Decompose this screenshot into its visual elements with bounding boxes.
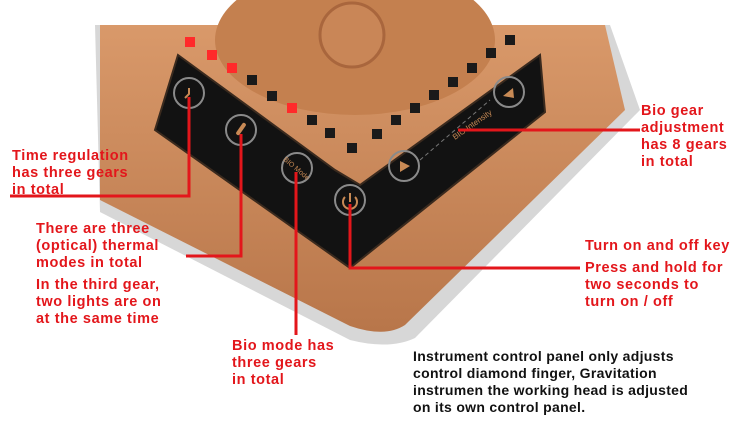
indicator-led-off (307, 115, 317, 125)
indicator-led-on (207, 50, 217, 60)
indicator-led-off (325, 128, 335, 138)
thermometer-icon (236, 122, 246, 136)
indicator-led-off (410, 103, 420, 113)
indicator-led-off (372, 129, 382, 139)
bio-up-button[interactable] (493, 76, 525, 108)
triangle-left-icon (400, 161, 410, 172)
indicator-led-off (429, 90, 439, 100)
indicator-led-off (267, 91, 277, 101)
bio-gear-annotation: Bio gear adjustment has 8 gears in total (641, 103, 728, 170)
indicator-led-off (347, 143, 357, 153)
indicator-led-off (467, 63, 477, 73)
thermal-note: In the third gear, two lights are on at … (36, 277, 162, 327)
leader-power (348, 204, 580, 270)
footer-note: Instrument control panel only adjusts co… (413, 348, 689, 415)
clock-icon (184, 88, 190, 99)
indicator-led-on (185, 37, 195, 47)
indicator-led-off (448, 77, 458, 87)
dashed-guide (419, 99, 491, 161)
leader-thermal (186, 134, 243, 258)
indicator-led-off (391, 115, 401, 125)
thermal-annotation: There are three (optical) thermal modes … (36, 221, 159, 271)
bio-down-button[interactable] (388, 150, 420, 182)
indicator-led-off (505, 35, 515, 45)
indicator-led-on (287, 103, 297, 113)
indicator-led-off (486, 48, 496, 58)
indicator-led-on (227, 63, 237, 73)
power-annotation: Turn on and off key (585, 238, 730, 254)
power-note: Press and hold for two seconds to turn o… (585, 260, 724, 310)
indicator-led-off (247, 75, 257, 85)
leader-time (10, 97, 191, 198)
bio-mode-annotation: Bio mode has three gears in total (232, 338, 335, 388)
triangle-up-icon (503, 88, 514, 98)
dial-knob[interactable] (318, 1, 386, 69)
time-annotation: Time regulation has three gears in total (12, 148, 129, 198)
